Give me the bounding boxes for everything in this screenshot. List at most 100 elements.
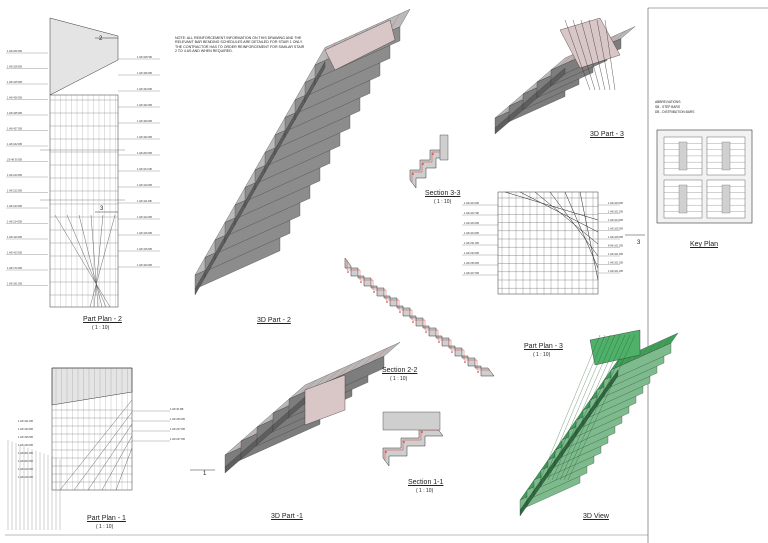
rebar-line: [564, 19, 591, 91]
rebar-line: [612, 30, 627, 43]
abbreviation-meaning: STEP BARS: [662, 105, 680, 109]
bar-label: 1 H8 195 DB: [18, 435, 33, 439]
bar-label: 1 H8 161 DB: [7, 282, 22, 286]
section-concrete: [344, 257, 495, 377]
diagonal-bar: [78, 214, 103, 308]
bar-label: 1 H8 416 DB: [137, 231, 152, 235]
rebar-dot: [403, 441, 405, 443]
rebar-dot: [386, 301, 388, 303]
rebar-line: [640, 346, 649, 357]
section-marker-plan2-2: 2: [99, 36, 103, 42]
bar-label: 1 H8 102 SB: [464, 211, 479, 215]
bar-label: 1 H8 36 DB: [170, 407, 184, 411]
rebar-line: [655, 339, 664, 350]
plan-outline: [49, 94, 119, 308]
scale-part-plan-2: ( 1 : 10): [92, 325, 110, 331]
abbreviation-item: SB - STEP BARS: [655, 105, 680, 109]
scale-section-3-3: ( 1 : 10): [434, 199, 452, 205]
rebar-line: [604, 19, 616, 91]
bar-label: 1 H8 103 DB: [464, 201, 479, 205]
abbreviation-item: DB - DISTRIBUTION BARS: [655, 110, 695, 114]
bar-label: 8 H8 101 DB: [608, 244, 623, 248]
section-3-3: [409, 134, 449, 189]
bar-label: 1 H8 200 DB: [137, 151, 152, 155]
rebar-dot: [422, 163, 424, 165]
bar-label: 1 H8 426 DB: [7, 96, 22, 100]
title-3d-part-2: 3D Part - 2: [257, 317, 291, 324]
rebar-dot: [421, 431, 423, 433]
landing-slab: [559, 17, 621, 69]
rebar-line: [559, 334, 626, 481]
bar-label: 1 H8 237 DB: [170, 427, 185, 431]
key-plan-core: [678, 141, 688, 171]
scale-part-plan-1: ( 1 : 10): [96, 524, 114, 530]
landing-hatch: [51, 367, 133, 406]
bar-label: 1 H8 206 DB: [7, 49, 22, 53]
bar-label: 1 H8 434 DB: [137, 87, 152, 91]
rebar-line: [411, 151, 442, 182]
scale-section-1-1: ( 1 : 10): [416, 488, 434, 494]
section-profile: [382, 427, 444, 467]
abbreviation-code: SB: [655, 105, 660, 109]
bar-label: 1 H8 101 DB: [608, 252, 623, 256]
section-concrete: [382, 411, 441, 431]
section-marker-plan3-3: 3: [637, 240, 641, 246]
title-part-plan-1: Part Plan - 1: [87, 515, 126, 522]
diagonal-bar: [54, 214, 111, 308]
stair-flight-3d-view: [519, 332, 679, 517]
bar-label: 1 H8 411 DB: [137, 199, 152, 203]
bar-label: 1 H8 425 DB: [7, 111, 22, 115]
bar-label: 1 H8 212 DB: [7, 189, 22, 193]
bar-label: 1 H8 201 DB: [18, 451, 33, 455]
bar-label: 1 H8 104 SB: [137, 167, 152, 171]
key-plan: [656, 129, 753, 224]
general-note: NOTE: ALL REINFORCEMENT INFORMATION ON T…: [175, 36, 305, 54]
bar-label: 1 H8 105 DB: [608, 227, 623, 231]
bar-label: 1 H8 107 DB: [464, 271, 479, 275]
title-part-plan-3: Part Plan - 3: [524, 343, 563, 350]
rebar-line: [346, 260, 490, 371]
bar-label: 1 H8 233 DB: [464, 251, 479, 255]
rebar-line: [360, 352, 377, 368]
rebar-line: [372, 347, 389, 362]
section-profile: [344, 257, 495, 377]
rebar-dot: [347, 271, 349, 273]
rebar-dot: [373, 291, 375, 293]
rebar-line: [539, 334, 601, 481]
bar-label: 1 H8 191 DB: [18, 419, 33, 423]
stair-flight-3d-3: [494, 26, 636, 135]
rebar-dot: [477, 371, 479, 373]
view-3d: [519, 329, 679, 517]
title-3d-part-1: 3D Part -1: [271, 513, 303, 520]
bar-label: 1 H8 436 DB: [137, 71, 152, 75]
bar-label: 1 H8 216 DB: [18, 475, 33, 479]
rebar-line: [567, 334, 636, 481]
bar-label: 1 H8 105 DB: [608, 235, 623, 239]
bar-label: 1 H8 213 DB: [7, 204, 22, 208]
rebar-line: [336, 363, 353, 378]
rebar-dot: [464, 361, 466, 363]
rebar-line: [559, 53, 574, 67]
bar-label: 1 H8 415 DB: [137, 247, 152, 251]
rebar-line: [648, 343, 656, 354]
bar-label: 1 H8 430 DB: [137, 119, 152, 123]
part-3d-3: [494, 17, 636, 135]
rebar-line: [300, 379, 317, 394]
bar-label: 1 H8 172 DB: [7, 266, 22, 270]
section-1-1: [382, 411, 444, 467]
abbreviations-heading: ABBREVIATIONS: [655, 100, 681, 104]
bar-label: 1 H8 105 DB: [7, 80, 22, 84]
diagonal-bar: [73, 411, 133, 491]
part-plan-3: 1 H8 103 DB 1 H8 102 SB 1 H8 100 DB 1 H8 10…: [462, 191, 645, 295]
rebar-dot: [385, 451, 387, 453]
bar-label: 1 H8 101 DB: [608, 210, 623, 214]
diagonal-bar: [504, 191, 599, 221]
diagonal-bar: [90, 214, 99, 308]
section-concrete: [439, 134, 449, 161]
bar-label: 1 H8 100 DB: [608, 201, 623, 205]
bar-label: 1 H8 108 DB: [7, 65, 22, 69]
key-plan-core: [721, 184, 731, 214]
plan-outline: [51, 367, 133, 491]
